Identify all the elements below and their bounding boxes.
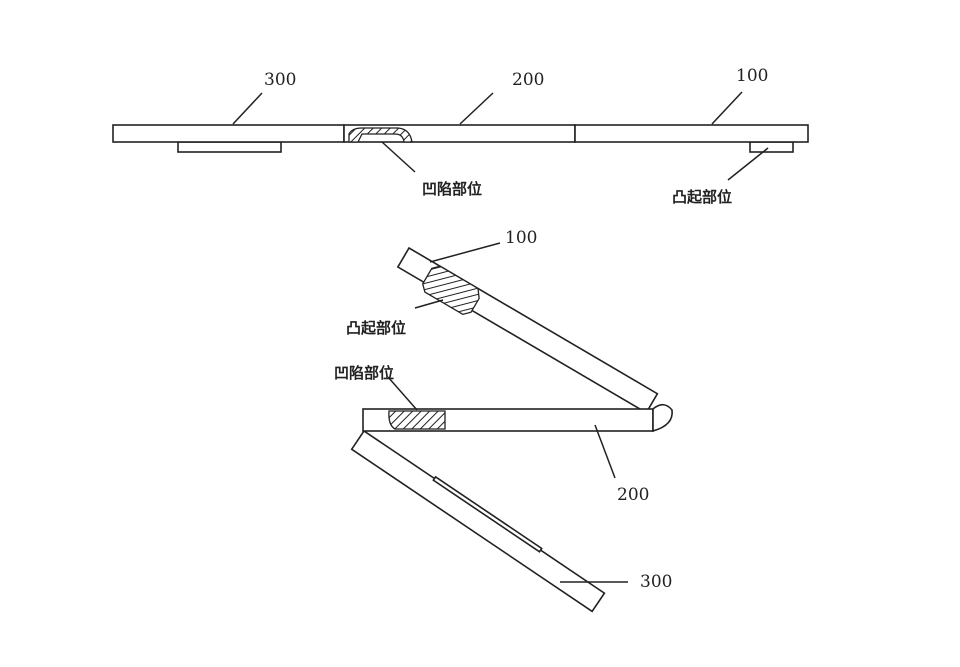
pad-300-flat [177,141,282,153]
recess-label-flat: 凹陷部位 [422,180,482,198]
protrusion-flat [749,141,794,153]
recess-folded [388,410,446,430]
label-300-flat: 300 [264,70,296,90]
flat-view: 300 200 100 凹陷部位 凸起部位 [112,66,809,206]
panel-300-flat [112,124,345,143]
panel-100-folded [396,246,659,414]
hinge-cap [652,403,673,433]
recess-flat [348,127,413,143]
protrusion-folded [422,265,480,316]
label-100-folded: 100 [505,228,537,248]
panel-100-flat [574,124,809,143]
protrusion-label-folded: 凸起部位 [346,319,406,337]
label-200-folded: 200 [617,485,649,505]
protrusion-label-flat: 凸起部位 [672,188,732,206]
label-200-flat: 200 [512,70,544,90]
panel-300-folded [350,429,606,613]
pad-300-folded [432,475,543,553]
recess-label-folded: 凹陷部位 [334,364,394,382]
folded-view: 100 凸起部位 凹陷部位 200 300 [334,228,673,613]
label-300-folded: 300 [640,572,672,592]
label-100-flat: 100 [736,66,768,86]
